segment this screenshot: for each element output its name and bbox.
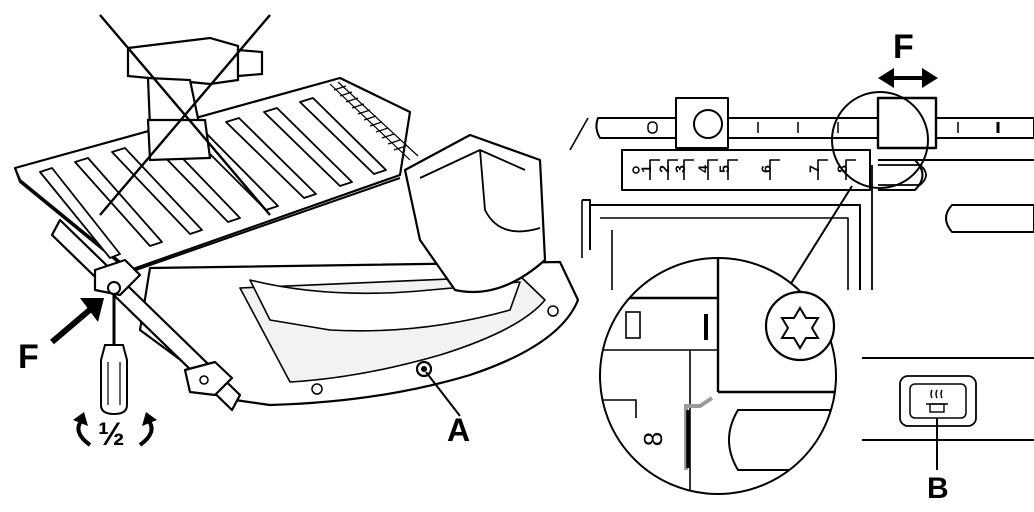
leader-a xyxy=(425,371,461,417)
top-rail xyxy=(595,117,1034,139)
callout-b: B xyxy=(927,472,949,505)
scale-number: 5 xyxy=(715,165,732,173)
cabinet-view xyxy=(569,96,1034,290)
scale-number: 8 xyxy=(833,165,850,173)
filter-slots xyxy=(39,97,387,259)
torx-screw-icon xyxy=(764,290,836,362)
double-arrow-icon xyxy=(878,68,938,88)
callout-a: A xyxy=(447,412,471,448)
scale-number: 3 xyxy=(671,165,688,173)
rail-bracket-upper xyxy=(93,258,142,297)
magnified-detail xyxy=(599,257,837,495)
grille-comb xyxy=(329,81,419,161)
scale-number: 7 xyxy=(805,165,822,173)
drill-prohibited-icon xyxy=(99,14,271,216)
callout-f-right: F xyxy=(893,28,914,66)
callout-f-left: F xyxy=(18,338,39,376)
scale-number: 6 xyxy=(757,165,774,173)
turn-half-label: ½ xyxy=(98,416,125,452)
slotted-bracket xyxy=(876,96,938,150)
detail-circle-small xyxy=(831,91,929,189)
hood-duct-opening xyxy=(249,279,521,332)
scale-number: 4 xyxy=(694,165,711,173)
force-arrow-left xyxy=(50,298,104,345)
magnifier-leader xyxy=(789,185,853,286)
mounting-rail xyxy=(50,218,242,412)
rotate-arrows-icon xyxy=(73,412,157,447)
bracket-housing xyxy=(403,133,547,294)
scale-number: 1 xyxy=(637,165,654,173)
scale-number: 2 xyxy=(655,165,672,173)
screwdriver-icon xyxy=(100,281,128,416)
control-panel xyxy=(862,357,1034,470)
hood-assembly xyxy=(13,76,580,412)
magnified-scale-number: 8 xyxy=(638,431,669,447)
hob-heat-symbol-icon xyxy=(926,389,948,413)
